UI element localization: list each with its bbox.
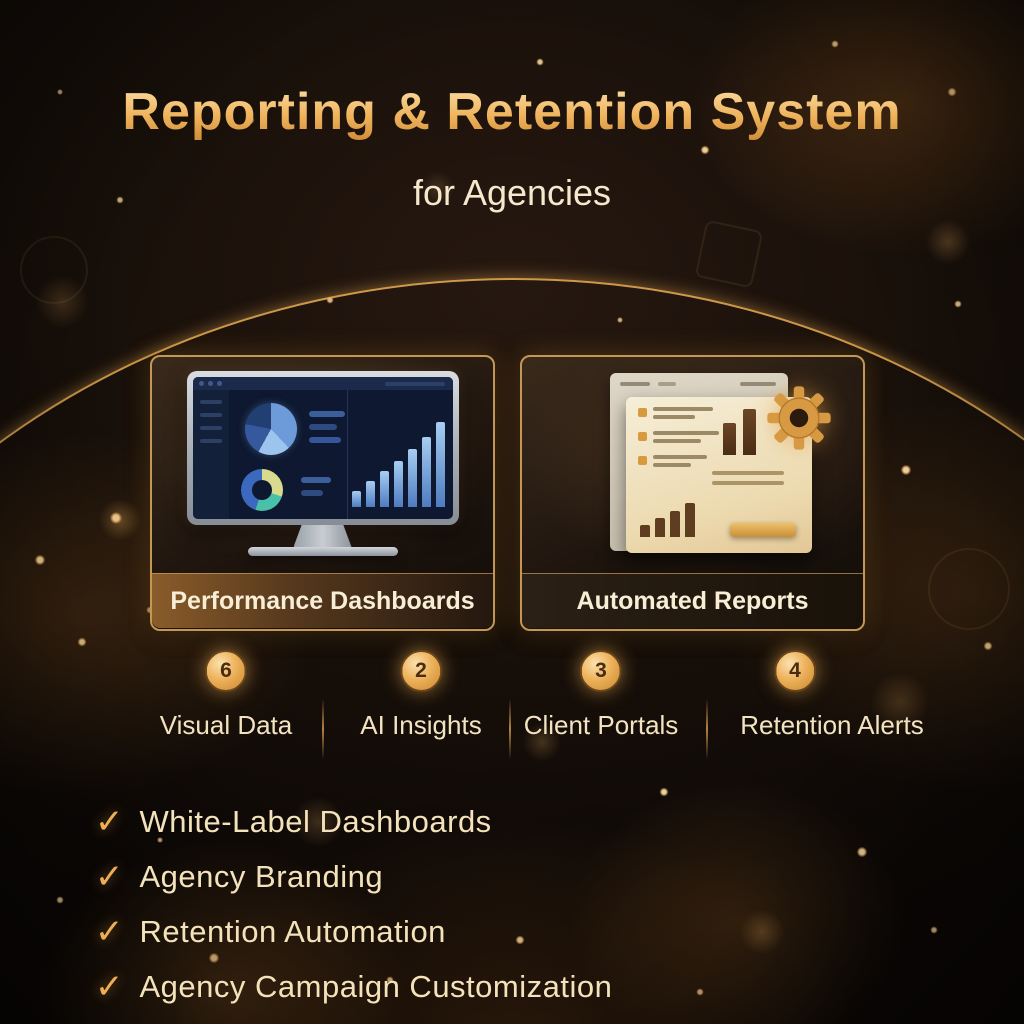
donut-chart [240,469,283,511]
monitor-stand-base [247,547,398,556]
feature-divider [706,700,708,758]
checklist-item-label: Agency Branding [139,859,384,894]
checklist-item-label: Agency Campaign Customization [139,969,613,1004]
card-performance-dashboards: Performance Dashboards [150,355,495,631]
screen-divider [346,390,348,519]
report-illustration [522,357,863,573]
report-button [730,523,796,537]
screen-sidebar [192,390,229,519]
check-icon: ✓ [95,802,124,842]
feature-number-badge: 6 [205,650,247,692]
feature-label: Visual Data [159,710,293,740]
stat-bars [308,411,345,443]
monitor-stand-neck [293,525,352,547]
check-icon: ✓ [95,967,124,1007]
checklist-item: ✓ Agency Campaign Customization [95,969,612,1005]
report-line-item [638,407,800,423]
check-icon: ✓ [95,857,124,897]
card-automated-reports: Automated Reports [520,355,865,631]
bullet-icon [638,456,647,465]
pie-chart [244,403,297,455]
checklist-item-label: Retention Automation [139,914,446,949]
feature-client-portals: 3 Client Portals [523,650,679,741]
background-doodle-circle [20,236,88,304]
page-subtitle: for Agencies [412,172,612,213]
card-label-performance-dashboards: Performance Dashboards [152,573,493,628]
feature-number-badge: 4 [774,650,816,692]
screen-topbar [192,377,453,390]
monitor-illustration [186,371,459,556]
dashboard-screen [192,377,453,519]
report-line-item [638,455,800,471]
report-mini-bar-chart [640,503,695,537]
monitor-frame [186,371,459,525]
checklist-item: ✓ Agency Branding [95,859,612,895]
feature-label: Client Portals [523,710,679,740]
checklist-item-label: White-Label Dashboards [139,804,492,839]
feature-label: AI Insights [360,710,482,740]
feature-ai-insights: 2 AI Insights [360,650,482,741]
dashboard-illustration [152,357,493,573]
report-pages [522,357,863,573]
feature-divider [509,700,511,758]
checklist: ✓ White-Label Dashboards ✓ Agency Brandi… [95,804,612,1005]
report-text-line [712,481,784,485]
feature-divider [322,700,324,758]
page-title: Reporting & Retention System [0,82,1024,142]
report-bar-chart [723,409,756,455]
check-icon: ✓ [95,912,124,952]
background-doodle-square [694,219,764,289]
bullet-icon [638,432,647,441]
card-label-automated-reports: Automated Reports [522,573,863,628]
bullet-icon [638,408,647,417]
feature-number-badge: 2 [400,650,442,692]
stat-bars [300,477,331,496]
gear-icon [767,386,831,450]
checklist-item: ✓ Retention Automation [95,914,612,950]
bar-chart [351,422,445,507]
checklist-item: ✓ White-Label Dashboards [95,804,612,840]
feature-visual-data: 6 Visual Data [159,650,293,741]
report-text-line [712,471,784,475]
feature-retention-alerts: 4 Retention Alerts [703,650,924,741]
feature-label: Retention Alerts [740,710,924,740]
feature-number-badge: 3 [580,650,622,692]
report-line-item [638,431,800,447]
